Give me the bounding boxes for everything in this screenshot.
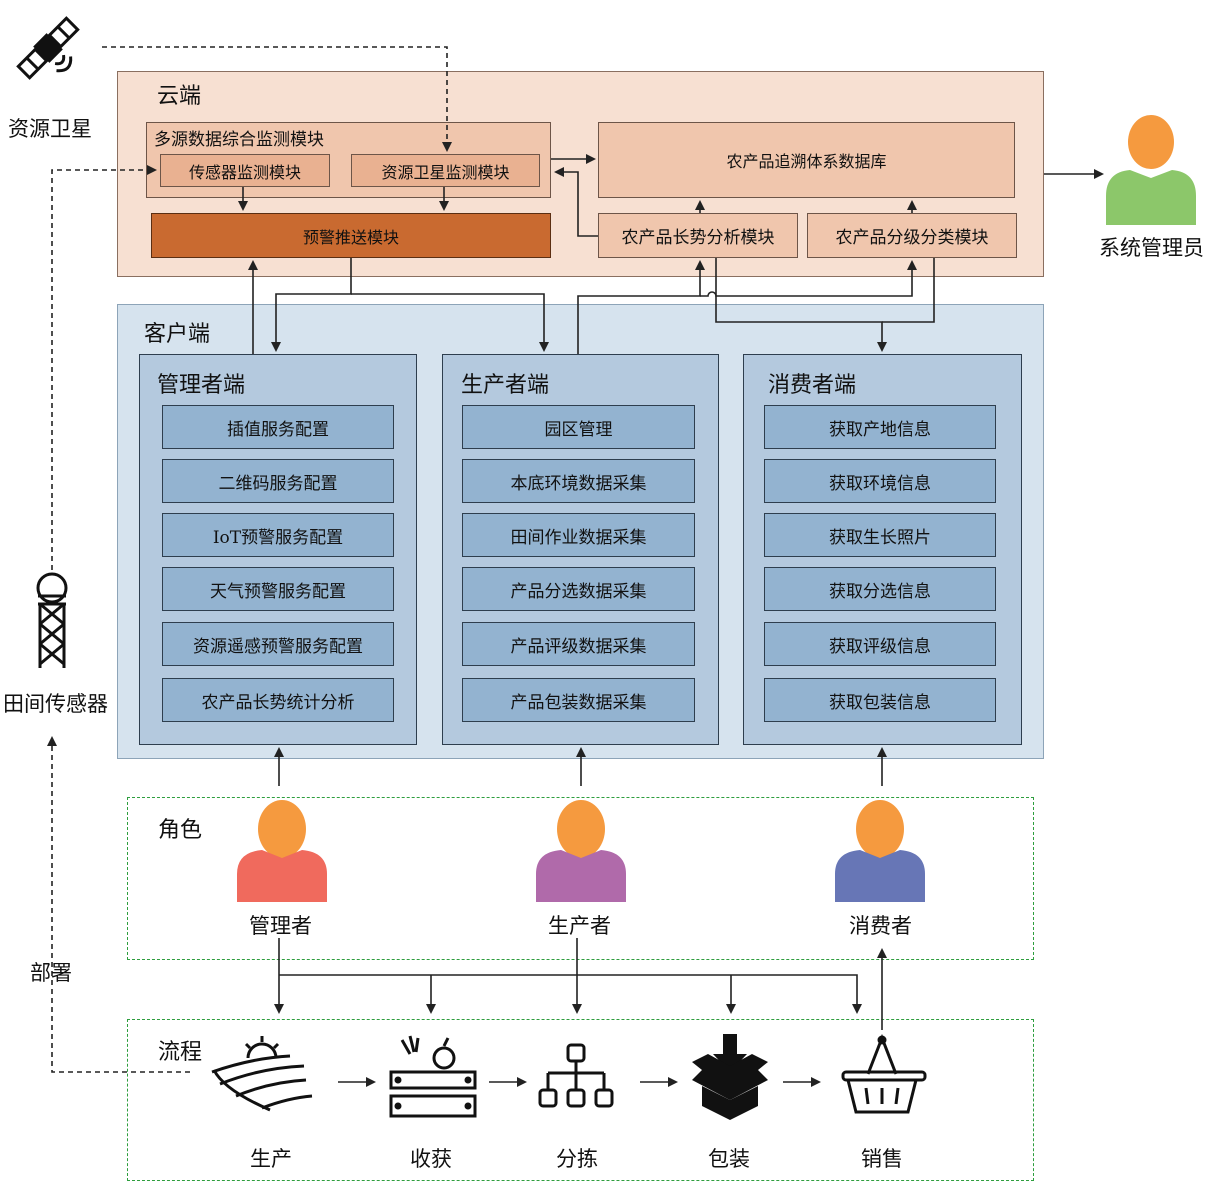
process-title: 流程 [158, 1040, 203, 1065]
process-step-label: 包装 [708, 1147, 750, 1171]
manager-item: 插值服务配置 [162, 405, 394, 449]
satellite-monitor-module: 资源卫星监测模块 [351, 154, 540, 187]
process-step-label: 销售 [861, 1147, 903, 1171]
manager-column-title: 管理者端 [157, 373, 246, 398]
process-step-label: 收获 [410, 1147, 452, 1171]
consumer-person-icon [835, 800, 925, 902]
consumer-column-title: 消费者端 [768, 373, 857, 398]
manager-item: IoT预警服务配置 [162, 513, 394, 557]
producer-role-label: 生产者 [548, 914, 611, 938]
roles-title: 角色 [158, 818, 203, 843]
harvest-icon [389, 1035, 477, 1118]
farming-icon [211, 1036, 313, 1112]
roles-frame [127, 797, 1034, 960]
packing-icon [692, 1034, 768, 1120]
producer-column-title: 生产者端 [461, 373, 550, 398]
producer-item: 田间作业数据采集 [462, 513, 695, 557]
manager-item: 资源遥感预警服务配置 [162, 622, 394, 666]
producer-item: 产品包装数据采集 [462, 678, 695, 722]
warning-push-module: 预警推送模块 [151, 213, 551, 258]
consumer-item: 获取包装信息 [764, 678, 996, 722]
satellite-icon [16, 16, 80, 80]
sensor-monitor-module: 传感器监测模块 [160, 154, 330, 187]
client-title: 客户端 [144, 322, 211, 347]
manager-person-icon [237, 800, 327, 902]
sorting-icon [538, 1043, 614, 1108]
satellite-label: 资源卫星 [8, 117, 92, 141]
process-step-label: 分拣 [556, 1147, 598, 1171]
producer-person-icon [536, 800, 626, 902]
sensor-label: 田间传感器 [3, 692, 108, 716]
growth-analysis-module: 农产品长势分析模块 [598, 213, 798, 258]
manager-role-label: 管理者 [249, 914, 312, 938]
field-sensor-icon [36, 572, 68, 668]
manager-item: 农产品长势统计分析 [162, 678, 394, 722]
admin-label: 系统管理员 [1099, 236, 1204, 260]
consumer-item: 获取分选信息 [764, 567, 996, 611]
manager-item: 二维码服务配置 [162, 459, 394, 503]
producer-item: 产品分选数据采集 [462, 567, 695, 611]
cloud-title: 云端 [157, 84, 202, 109]
monitor-group-title: 多源数据综合监测模块 [154, 130, 324, 150]
consumer-item: 获取生长照片 [764, 513, 996, 557]
producer-item: 本底环境数据采集 [462, 459, 695, 503]
basket-icon [841, 1033, 927, 1114]
traceability-database: 农产品追溯体系数据库 [598, 122, 1015, 198]
consumer-role-label: 消费者 [849, 914, 912, 938]
consumer-item: 获取产地信息 [764, 405, 996, 449]
process-frame [127, 1019, 1034, 1181]
consumer-item: 获取环境信息 [764, 459, 996, 503]
admin-person-icon [1106, 115, 1196, 225]
deploy-label: 部署 [30, 961, 72, 985]
grading-module: 农产品分级分类模块 [807, 213, 1017, 258]
producer-item: 园区管理 [462, 405, 695, 449]
consumer-item: 获取评级信息 [764, 622, 996, 666]
process-step-label: 生产 [250, 1147, 292, 1171]
manager-item: 天气预警服务配置 [162, 567, 394, 611]
producer-item: 产品评级数据采集 [462, 622, 695, 666]
